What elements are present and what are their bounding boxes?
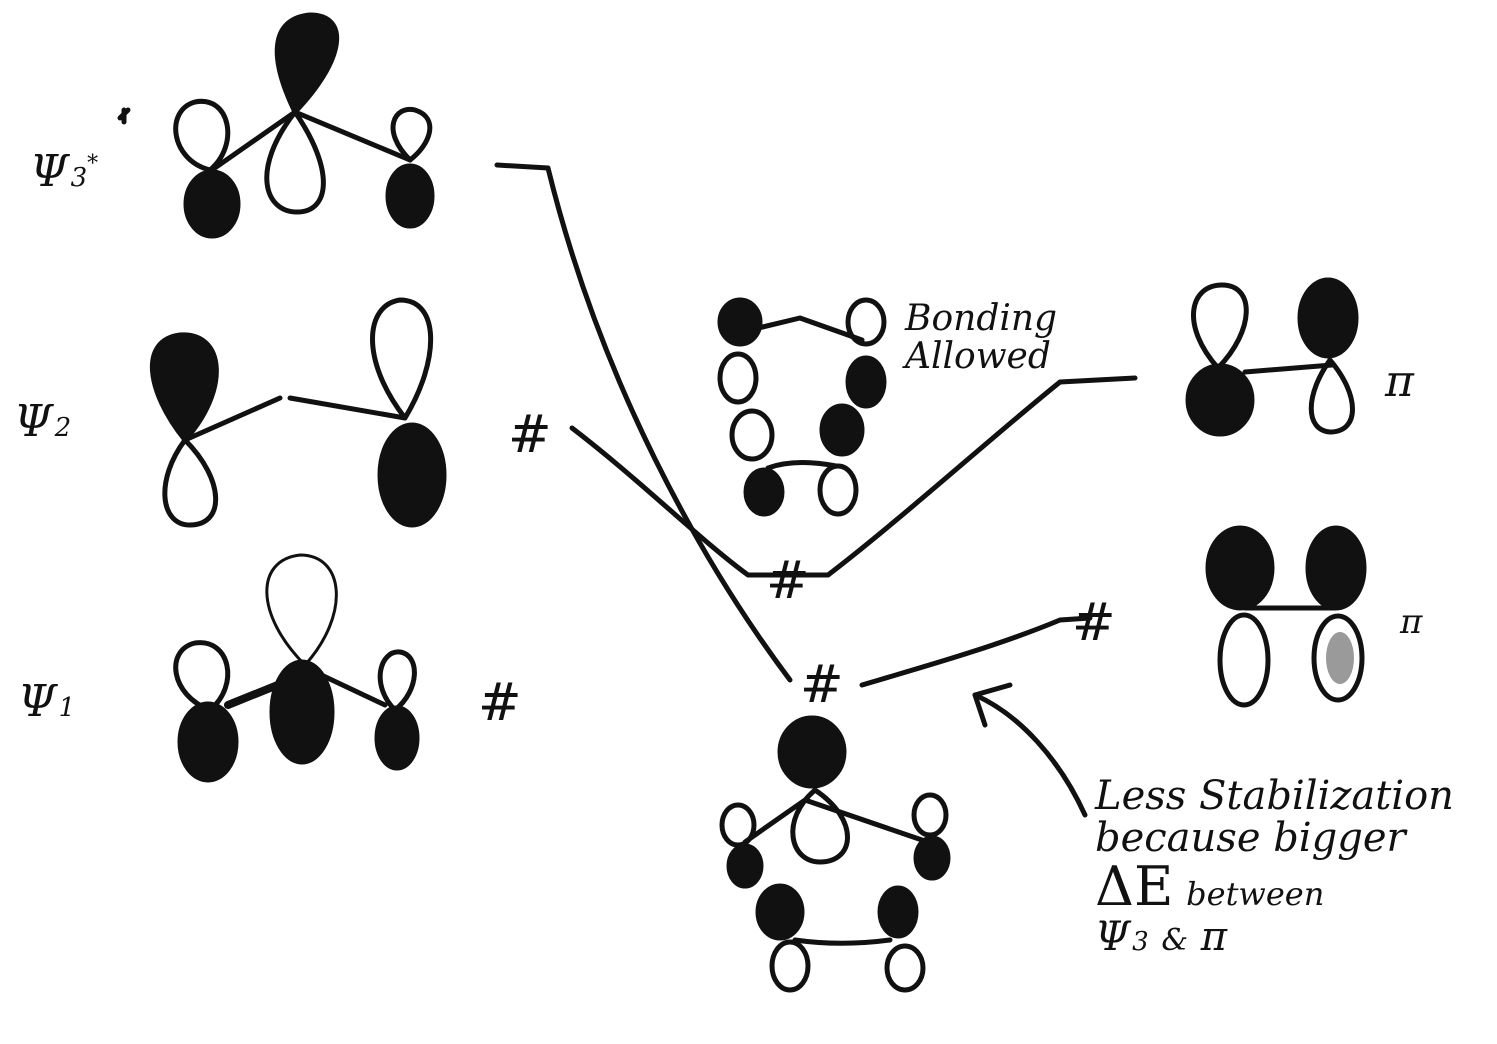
stabilized-complex-sketch [719,715,951,993]
stabilization-arrow [972,682,1088,818]
psi3-subscript: 3 [70,163,88,193]
pi-orbital-sketch [1205,525,1367,708]
pi-label: π [1400,605,1422,639]
note-line-3: ΔE between [1095,858,1454,916]
bonding-text: Bonding [905,298,1058,339]
psi3-orbital-sketch [173,12,435,239]
note-line-2: because bigger [1095,815,1406,861]
complex-upper-electrons: # [766,551,810,611]
psi2-electrons: # [508,405,552,465]
stabilization-note: Less Stabilization because bigger ΔE bet… [1095,775,1454,958]
psi2-symbol: Ψ [14,396,53,447]
psi1-label: Ψ1 [18,680,75,724]
allowed-text: Allowed [905,335,1051,377]
bonding-allowed-note: Bonding Allowed [905,300,1057,376]
psi3-marker [117,107,131,125]
psi3-label: Ψ3* [30,150,98,194]
psi2-label: Ψ2 [14,400,71,444]
note-psi-subscript: 3 [1132,926,1149,957]
energy-levels [494,162,1138,688]
note-pi-symbol: π [1200,913,1228,960]
psi2-orbital-sketch [149,297,447,528]
psi1-subscript: 1 [58,693,76,723]
complex-lower-electrons: # [800,655,844,715]
psi3-star: * [87,151,99,177]
psi1-symbol: Ψ [18,676,57,727]
bonding-complex-sketch [717,297,887,517]
psi2-subscript: 2 [54,413,72,443]
between-text: between [1186,875,1325,913]
electron-pair-marks: # # # # # [478,405,1116,733]
psi3-symbol: Ψ [30,146,69,197]
pi-electrons: # [1072,593,1116,653]
pi-symbol: π [1400,602,1423,642]
pi-star-symbol: π [1385,356,1414,407]
pi-star-orbital-sketch [1185,277,1359,437]
psi1-electrons: # [478,673,522,733]
note-and: & [1161,922,1189,958]
note-line-1: Less Stabilization [1095,773,1454,819]
note-line-4: Ψ3 & π [1095,916,1454,958]
note-psi-symbol: Ψ [1095,913,1131,960]
pi-star-label: π [1385,360,1414,404]
psi1-orbital-sketch [173,553,420,783]
delta-e-text: ΔE [1095,855,1174,918]
